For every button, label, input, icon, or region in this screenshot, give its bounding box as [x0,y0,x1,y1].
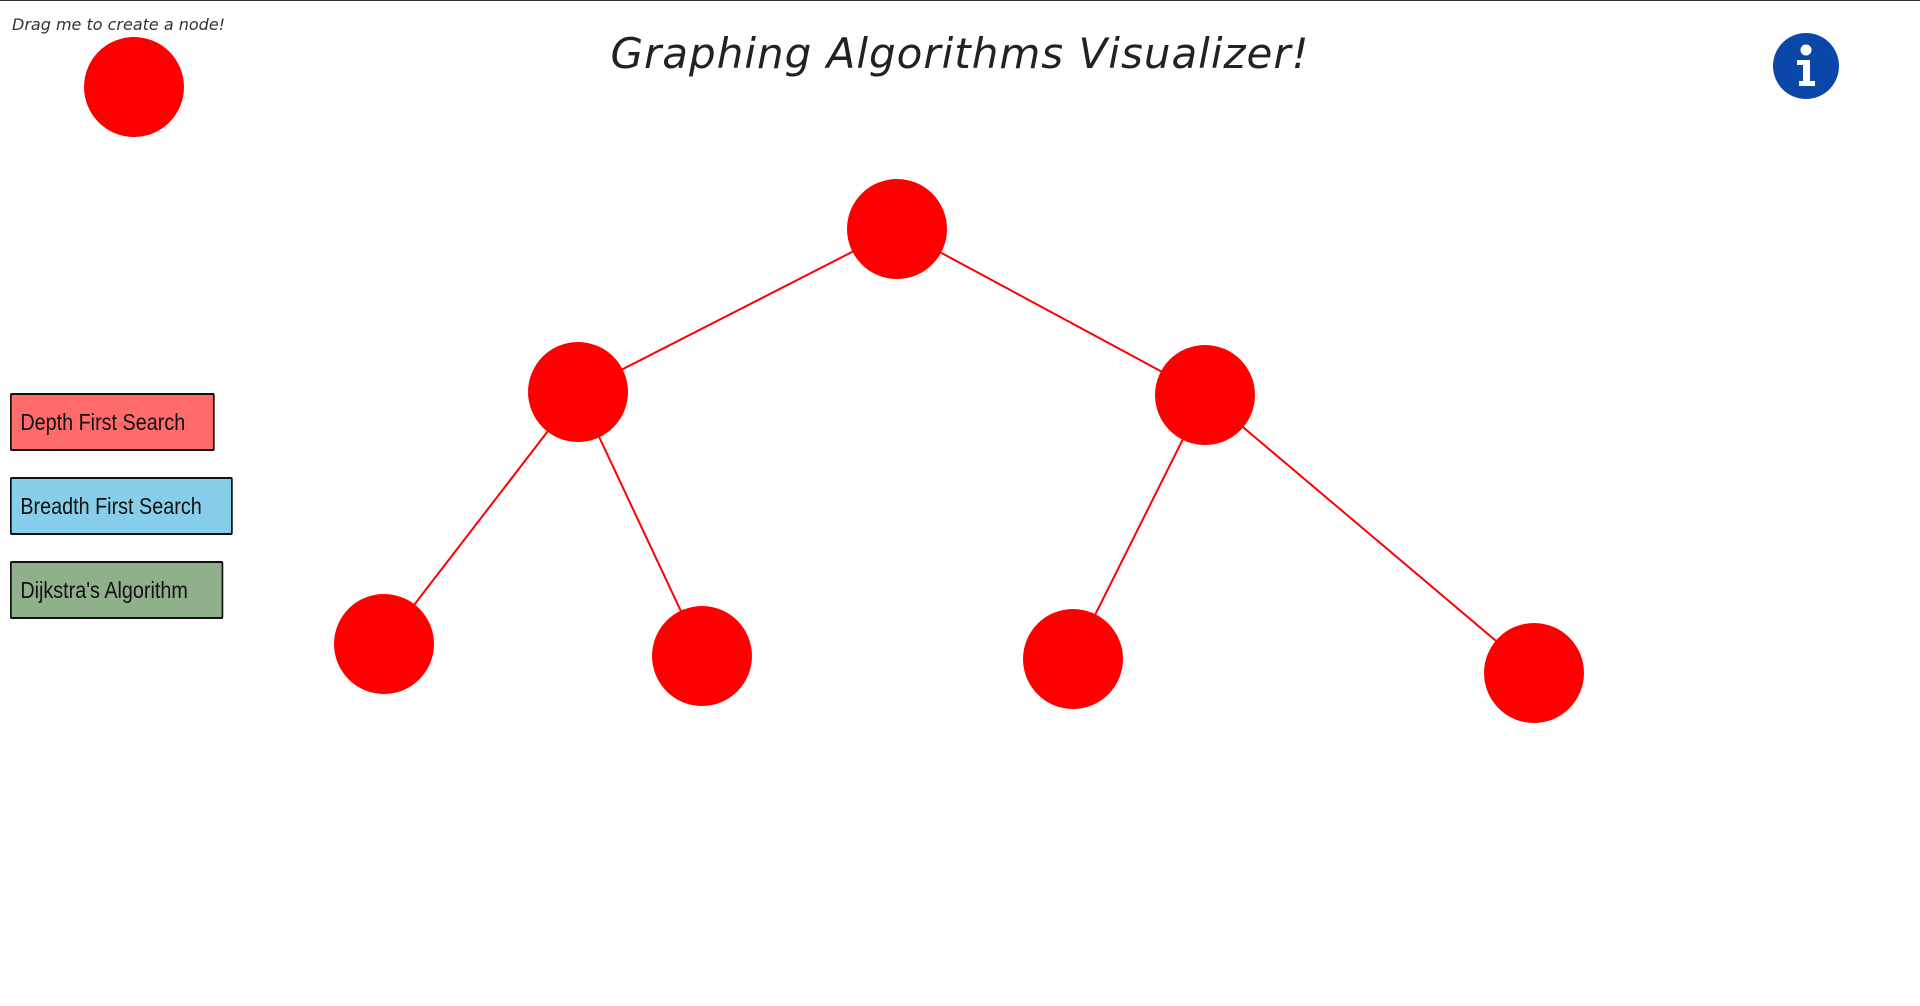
edges-layer [383,228,1535,674]
graph-node-n5[interactable] [652,606,752,706]
graph-edge-n2-n4 [383,391,579,645]
graph-node-n7[interactable] [1484,623,1584,723]
info-button[interactable] [1773,33,1839,99]
depth-first-search-button[interactable]: Depth First Search [10,393,215,451]
graph-node-n1[interactable] [847,179,947,279]
graph-edge-n1-n3 [896,228,1206,396]
breadth-first-search-label: Breadth First Search [20,492,202,519]
graph-edge-n1-n2 [577,228,898,393]
graph-node-n4[interactable] [334,594,434,694]
graph-node-n6[interactable] [1023,609,1123,709]
draggable-node-source[interactable] [84,37,184,137]
graph-node-n3[interactable] [1155,345,1255,445]
nodes-layer [334,179,1584,723]
dijkstras-algorithm-button[interactable]: Dijkstra's Algorithm [10,561,224,619]
dijkstras-algorithm-label: Dijkstra's Algorithm [20,576,188,603]
depth-first-search-label: Depth First Search [20,408,186,435]
graph-edge-n3-n7 [1204,394,1535,674]
page-title: Graphing Algorithms Visualizer! [610,29,1310,78]
drag-hint-label: Drag me to create a node! [12,15,226,34]
graph-node-n2[interactable] [528,342,628,442]
info-icon [1797,44,1815,86]
breadth-first-search-button[interactable]: Breadth First Search [10,477,233,535]
